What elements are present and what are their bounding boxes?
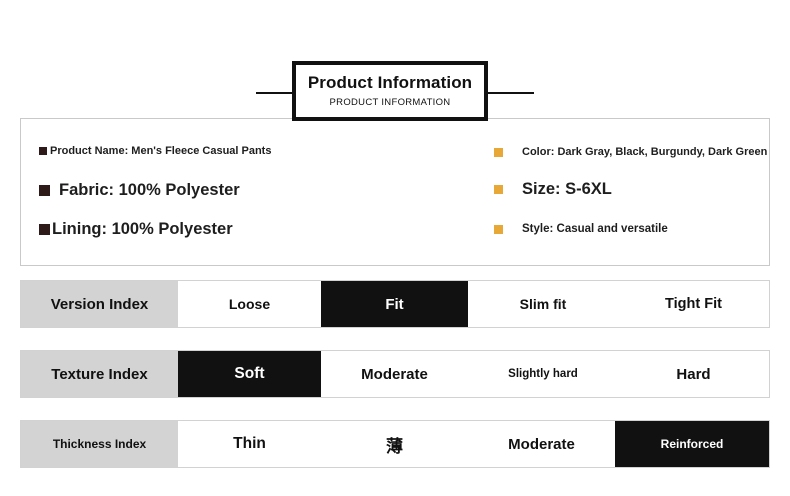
index-row-version: Version Index Loose Fit Slim fit Tight F…: [20, 280, 770, 328]
info-item-style: Style: Casual and versatile: [494, 223, 668, 235]
product-info-panel: Product Name: Men's Fleece Casual Pants …: [20, 118, 770, 266]
info-item-label: Fabric: 100% Polyester: [59, 181, 240, 199]
page-title-block: Product Information PRODUCT INFORMATION: [0, 28, 790, 121]
title-box: Product Information PRODUCT INFORMATION: [292, 61, 488, 121]
info-column-right: Color: Dark Gray, Black, Burgundy, Dark …: [476, 119, 771, 265]
dark-square-bullet-icon: [39, 185, 50, 196]
index-option-thin[interactable]: Thin: [233, 435, 266, 452]
info-item-product-name: Product Name: Men's Fleece Casual Pants: [39, 145, 271, 157]
index-option-slightly-hard[interactable]: Slightly hard: [508, 368, 578, 380]
page-subtitle: PRODUCT INFORMATION: [329, 97, 451, 109]
gold-square-bullet-icon: [494, 224, 503, 234]
index-option-fit[interactable]: Fit: [321, 281, 468, 327]
index-option-reinforced[interactable]: Reinforced: [615, 421, 769, 467]
info-item-label: Lining: 100% Polyester: [52, 220, 233, 238]
index-option-tight-fit[interactable]: Tight Fit: [665, 296, 722, 312]
index-option-moderate[interactable]: Moderate: [508, 435, 575, 453]
info-item-fabric: Fabric: 100% Polyester: [39, 181, 240, 200]
index-option-slim-fit[interactable]: Slim fit: [519, 296, 567, 312]
info-item-label: Style: Casual and versatile: [522, 223, 668, 235]
index-row-label: Texture Index: [21, 351, 178, 397]
index-row-texture: Texture Index Soft Moderate Slightly har…: [20, 350, 770, 398]
index-option-hard[interactable]: Hard: [676, 365, 711, 383]
dark-square-bullet-icon: [39, 224, 50, 235]
index-option-moderate[interactable]: Moderate: [361, 365, 428, 383]
info-item-label: Product Name: Men's Fleece Casual Pants: [50, 145, 272, 157]
info-item-size: Size: S-6XL: [494, 180, 612, 199]
info-item-label: Size: S-6XL: [522, 180, 612, 198]
dark-square-bullet-icon: [39, 147, 47, 155]
page-title: Product Information: [307, 72, 473, 92]
index-row-thickness: Thickness Index Thin 薄 Moderate Reinforc…: [20, 420, 770, 468]
gold-square-bullet-icon: [494, 147, 503, 157]
gold-square-bullet-icon: [494, 185, 503, 194]
index-option-loose[interactable]: Loose: [228, 296, 271, 312]
index-option-soft[interactable]: Soft: [178, 351, 321, 397]
info-column-left: Product Name: Men's Fleece Casual Pants …: [39, 119, 459, 265]
index-row-label: Thickness Index: [21, 421, 178, 467]
index-option-thin-cjk[interactable]: 薄: [386, 436, 403, 456]
info-item-color: Color: Dark Gray, Black, Burgundy, Dark …: [494, 146, 767, 158]
info-item-lining: Lining: 100% Polyester: [39, 220, 233, 239]
index-row-label: Version Index: [21, 281, 178, 327]
info-item-label: Color: Dark Gray, Black, Burgundy, Dark …: [522, 146, 768, 158]
